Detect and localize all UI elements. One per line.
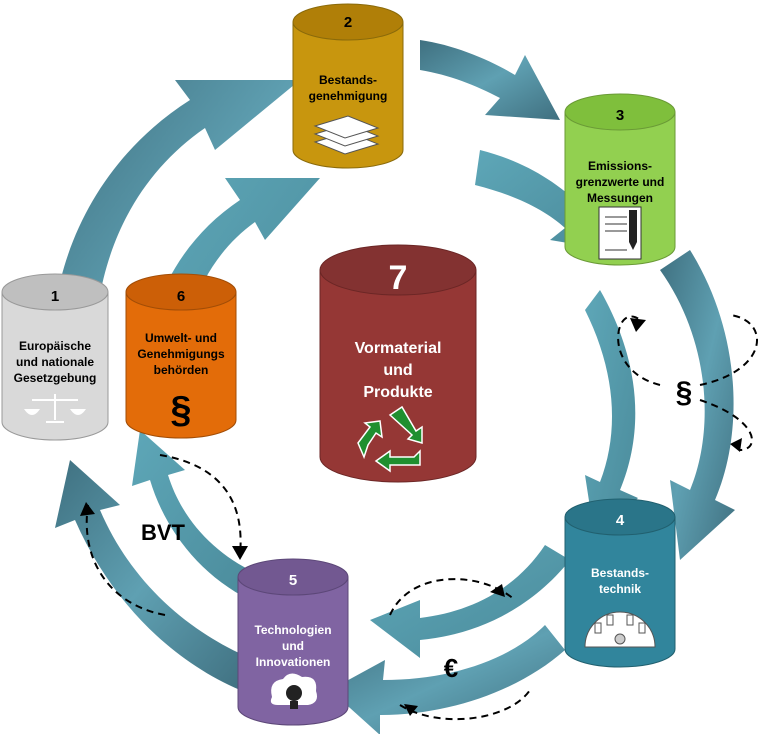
arrowhead	[630, 318, 646, 332]
node-label-line: Innovationen	[256, 655, 331, 669]
node-7-cylinder[interactable]: 7 Vormaterial und Produkte	[319, 244, 477, 483]
arrowhead	[404, 704, 418, 716]
loop-euro-top	[389, 578, 516, 616]
node-number: 5	[289, 572, 297, 589]
form-pen-icon	[598, 206, 642, 260]
cylinder-body	[125, 291, 237, 439]
node-2-cylinder[interactable]: 2 Bestands- genehmigung	[292, 3, 404, 169]
euro-label: €	[444, 653, 458, 683]
dashed-loop-arrowheads	[80, 318, 742, 716]
node-label-line: und	[282, 639, 304, 653]
node-label-line: Genehmigungs	[137, 347, 225, 361]
cylinder-body	[564, 111, 676, 266]
cylinder-top	[292, 3, 404, 41]
paragraph-icon: §	[170, 389, 191, 431]
arrowhead	[730, 438, 742, 452]
node-5-cylinder[interactable]: 5 Technologien und Innovationen	[237, 558, 349, 726]
cylinder-body	[1, 291, 109, 441]
node-label-line: Bestands-	[319, 73, 377, 87]
cylinder-top	[125, 273, 237, 311]
cylinder-body	[319, 269, 477, 483]
idea-bulb-icon	[270, 673, 317, 709]
node-label-line: Gesetzgebung	[14, 371, 97, 385]
node-label-line: und	[383, 362, 412, 379]
node-1-cylinder[interactable]: 1 Europäische und nationale Gesetzgebung	[1, 273, 109, 441]
node-3-cylinder[interactable]: 3 Emissions- grenzwerte und Messungen	[564, 93, 676, 266]
node-number: 3	[616, 107, 624, 124]
cylinder-top	[564, 498, 676, 536]
node-number: 2	[344, 14, 352, 31]
node-number: 4	[616, 512, 625, 529]
arrowhead	[490, 584, 505, 597]
loop-euro-bottom	[399, 689, 531, 721]
cylinder-body	[237, 576, 349, 726]
bvt-label: BVT	[141, 520, 186, 545]
node-label-line: Vormaterial	[355, 340, 442, 357]
node-label-line: Produkte	[363, 384, 432, 401]
node-label-line: Europäische	[19, 339, 91, 353]
node-label-line: Bestands-	[591, 566, 649, 580]
paragraph-label: §	[676, 376, 693, 409]
node-number: 1	[51, 288, 59, 305]
node-label-line: genehmigung	[309, 89, 388, 103]
node-label-line: und nationale	[16, 355, 94, 369]
node-label-line: Technologien	[254, 623, 331, 637]
loop-paragraph-down	[699, 399, 753, 451]
recycle-icon	[357, 405, 423, 473]
node-number: 6	[177, 288, 185, 305]
node-number: 7	[389, 259, 408, 297]
node-6-cylinder[interactable]: 6 Umwelt- und Genehmigungs behörden §	[125, 273, 237, 439]
cylinder-top	[237, 558, 349, 596]
node-label-line: technik	[599, 582, 641, 596]
cylinder-top	[319, 244, 477, 296]
arrowhead	[80, 502, 95, 516]
cylinder-body	[292, 21, 404, 169]
dashed-loops	[85, 314, 758, 721]
node-label-line: grenzwerte und	[576, 175, 665, 189]
loop-bvt-left	[85, 504, 166, 616]
documents-icon	[313, 115, 380, 155]
node-label-line: Emissions-	[588, 159, 652, 173]
cylinder-top	[1, 273, 109, 311]
gear-wheel-icon	[584, 611, 656, 648]
scales-icon	[23, 394, 87, 423]
node-label-line: Messungen	[587, 191, 653, 205]
arrowhead	[232, 546, 248, 560]
cylinder-top	[564, 93, 676, 131]
loop-bvt-top	[159, 454, 242, 556]
node-4-cylinder[interactable]: 4 Bestands- technik	[564, 498, 676, 668]
node-label-line: behörden	[154, 363, 209, 377]
loop-paragraph-left	[617, 315, 661, 386]
node-label-line: Umwelt- und	[145, 331, 217, 345]
